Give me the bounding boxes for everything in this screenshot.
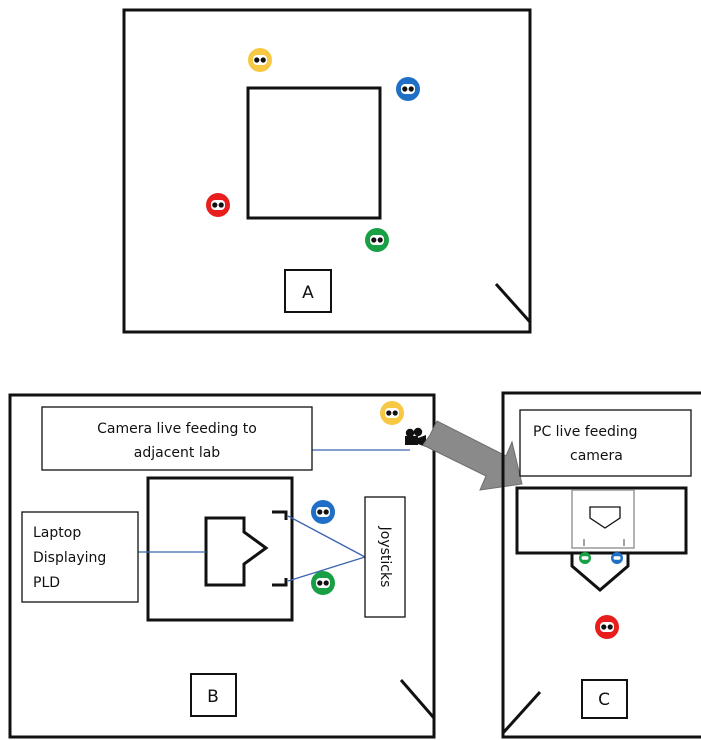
laptop-outline — [204, 516, 269, 587]
joystick-leader-bottom — [287, 556, 366, 582]
participant-green-small-icon — [579, 552, 591, 564]
room-a: A — [122, 8, 532, 334]
room-b-label: B — [207, 687, 219, 707]
participant-yellow-icon — [380, 401, 404, 425]
room-c-door — [501, 690, 542, 735]
pc-screen-icon — [589, 506, 621, 529]
laptop-callout-line2: Displaying — [33, 550, 106, 566]
room-c-label: C — [598, 690, 610, 710]
participant-yellow-icon — [248, 48, 272, 72]
room-c-desk — [515, 486, 688, 555]
laptop-callout-line1: Laptop — [33, 525, 81, 541]
participant-green-icon — [311, 571, 335, 595]
joysticks-callout-label: Joysticks — [377, 526, 393, 588]
participant-blue-small-icon — [611, 552, 623, 564]
room-b-label-box — [190, 673, 237, 717]
room-a-label-box — [284, 269, 332, 313]
camera-callout-line2: adjacent lab — [134, 445, 221, 461]
room-b-door — [399, 679, 436, 719]
participant-red-icon — [595, 615, 619, 639]
laptop-callout-box — [21, 511, 139, 603]
laptop-callout-line3: PLD — [33, 575, 60, 591]
room-c-desk-front — [570, 553, 630, 592]
room-c-label-box — [581, 679, 628, 719]
joystick-leader-top — [287, 515, 366, 558]
camera-callout-box — [41, 406, 313, 471]
pc-callout-line1: PC live feeding — [533, 424, 638, 440]
joystick-bottom — [272, 578, 288, 587]
video-camera-icon — [405, 427, 426, 447]
joysticks-callout-box — [364, 496, 406, 618]
room-a-table — [246, 86, 382, 220]
participant-blue-icon — [311, 500, 335, 524]
joystick-top — [272, 510, 288, 520]
room-b-table — [146, 476, 294, 622]
room-b-wall — [8, 393, 436, 739]
room-b: Camera live feeding to adjacent lab Lapt… — [8, 393, 436, 739]
pc-callout-box — [519, 409, 692, 477]
participant-green-icon — [365, 228, 389, 252]
participant-red-icon — [206, 193, 230, 217]
room-a-wall — [122, 8, 532, 334]
room-a-label: A — [302, 283, 314, 303]
room-a-door — [494, 282, 532, 324]
room-c: PC live feeding camera C — [501, 391, 701, 739]
feed-transfer-arrow — [422, 420, 523, 491]
participant-blue-icon — [396, 77, 420, 101]
room-c-wall — [501, 391, 701, 739]
camera-callout-line1: Camera live feeding to — [97, 421, 257, 437]
pc-callout-line2: camera — [570, 448, 623, 464]
